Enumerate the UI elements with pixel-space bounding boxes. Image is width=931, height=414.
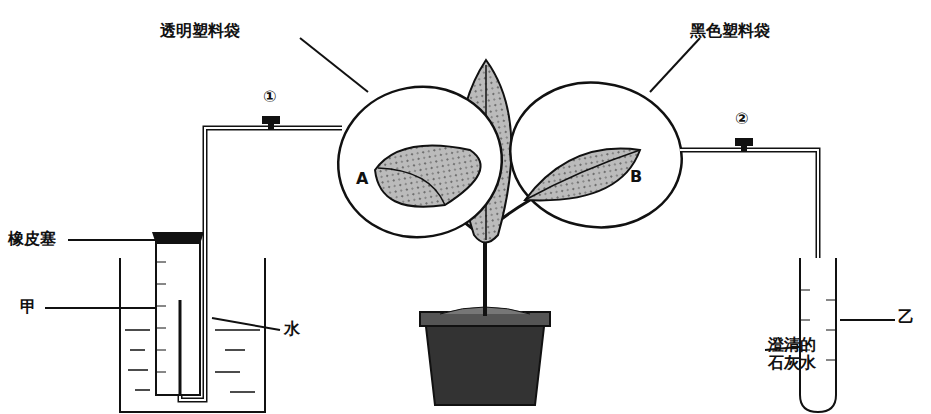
part-label: 澄清的 石灰水 bbox=[768, 336, 826, 373]
part-label: B bbox=[630, 168, 642, 186]
part-label: A bbox=[356, 170, 368, 188]
part-label: 黑色塑料袋 bbox=[690, 22, 770, 40]
part-label: ② bbox=[735, 110, 749, 128]
part-label: 甲 bbox=[20, 298, 36, 316]
part-label: 橡皮塞 bbox=[8, 230, 56, 248]
part-label: 透明塑料袋 bbox=[160, 22, 240, 40]
part-label: 乙 bbox=[898, 308, 914, 326]
part-label: ① bbox=[263, 88, 277, 106]
part-label: 水 bbox=[284, 320, 300, 338]
